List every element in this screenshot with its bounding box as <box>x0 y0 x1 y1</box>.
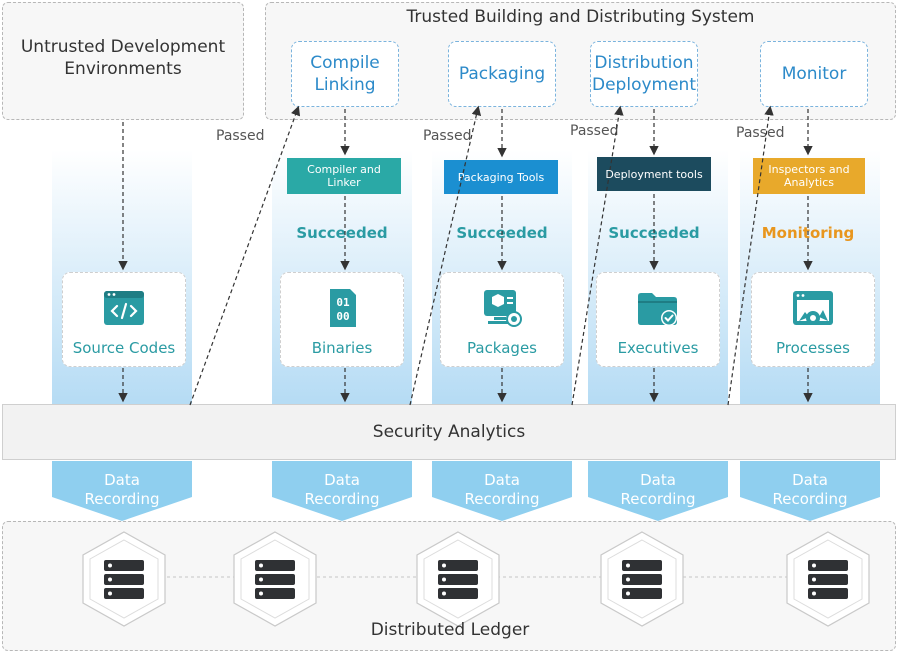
card-executives: Executives <box>596 272 720 367</box>
tool-deployment: Deployment tools <box>597 157 711 191</box>
server-icon <box>82 531 166 627</box>
data-recording-label: Data Recording <box>304 471 380 508</box>
down-arrow-shape <box>432 461 572 521</box>
distributed-ledger-label: Distributed Ledger <box>370 620 530 640</box>
status-processes: Monitoring <box>761 224 855 242</box>
untrusted-environments-box <box>2 2 244 120</box>
passed-label-1: Passed <box>216 128 265 144</box>
code-window-icon <box>104 291 144 325</box>
status-packages: Succeeded <box>456 224 548 242</box>
server-icon <box>416 531 500 627</box>
card-label: Binaries <box>311 339 373 357</box>
stage-compile-linking: Compile Linking <box>291 41 399 107</box>
card-label: Packages <box>467 339 537 357</box>
card-label: Processes <box>776 339 850 357</box>
stage-packaging: Packaging <box>448 41 556 107</box>
data-recording-label: Data Recording <box>620 471 696 508</box>
card-label: Executives <box>617 339 699 357</box>
server-icon <box>600 531 684 627</box>
server-icon <box>786 531 870 627</box>
data-recording-label: Data Recording <box>772 471 848 508</box>
card-binaries: 01 00 Binaries <box>280 272 404 367</box>
down-arrow-shape <box>740 461 880 521</box>
card-processes: Processes <box>751 272 875 367</box>
folder-check-icon <box>638 293 677 326</box>
data-recording-5: Data Recording <box>740 461 880 521</box>
security-analytics-label: Security Analytics <box>372 422 526 442</box>
process-window-icon <box>793 291 833 325</box>
server-icon <box>233 531 317 627</box>
card-packages: Packages <box>440 272 564 367</box>
passed-label-4: Passed <box>736 125 785 141</box>
data-recording-label: Data Recording <box>84 471 160 508</box>
data-recording-4: Data Recording <box>588 461 728 521</box>
data-recording-1: Data Recording <box>52 461 192 521</box>
down-arrow-shape <box>52 461 192 521</box>
down-arrow-shape <box>588 461 728 521</box>
trusted-system-title: Trusted Building and Distributing System <box>406 7 755 27</box>
security-analytics-bar: Security Analytics <box>2 404 896 460</box>
svg-text:00: 00 <box>336 310 349 323</box>
passed-label-3: Passed <box>570 123 619 139</box>
svg-text:01: 01 <box>336 296 350 309</box>
stage-distribution-deployment: Distribution Deployment <box>590 41 698 107</box>
card-label: Source Codes <box>72 339 176 357</box>
status-executives: Succeeded <box>608 224 700 242</box>
data-recording-label: Data Recording <box>464 471 540 508</box>
tool-inspectors-analytics: Inspectors and Analytics <box>753 158 865 194</box>
binary-file-icon: 01 00 <box>330 289 356 327</box>
stage-monitor: Monitor <box>760 41 868 107</box>
card-source-codes: Source Codes <box>62 272 186 367</box>
passed-label-2: Passed <box>423 128 472 144</box>
untrusted-environments-title: Untrusted Development Environments <box>20 37 226 79</box>
tool-packaging: Packaging Tools <box>444 160 558 194</box>
data-recording-2: Data Recording <box>272 461 412 521</box>
data-recording-3: Data Recording <box>432 461 572 521</box>
tool-compiler-linker: Compiler and Linker <box>287 158 401 194</box>
down-arrow-shape <box>272 461 412 521</box>
status-binaries: Succeeded <box>296 224 388 242</box>
package-icon <box>484 290 522 327</box>
